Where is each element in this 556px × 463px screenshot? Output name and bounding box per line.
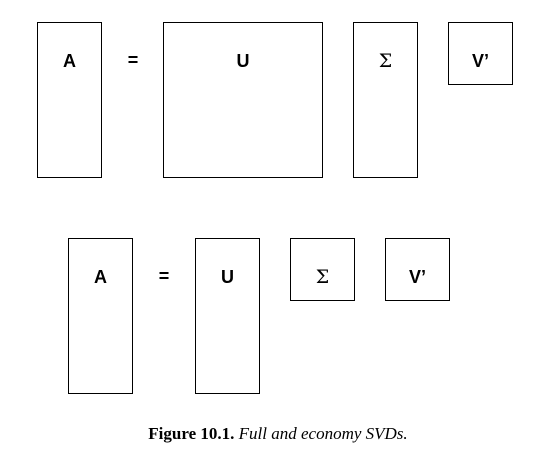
figure-caption: Figure 10.1. Full and economy SVDs.: [0, 424, 556, 444]
caption-figure-number: Figure 10.1.: [148, 424, 235, 443]
full-sigma-matrix: Σ: [353, 22, 418, 178]
full-sigma-label: Σ: [378, 50, 393, 72]
economy-equals-sign: =: [158, 266, 170, 286]
economy-a-label: A: [94, 267, 107, 287]
full-v-label: V’: [471, 51, 489, 71]
full-u-matrix: U: [163, 22, 323, 178]
full-equals-sign: =: [127, 50, 139, 70]
economy-u-matrix: U: [195, 238, 260, 394]
caption-text: Full and economy SVDs.: [238, 424, 408, 443]
full-u-label: U: [236, 51, 250, 71]
economy-u-label: U: [221, 267, 234, 287]
economy-v-matrix: V’: [385, 238, 450, 301]
economy-a-matrix: A: [68, 238, 133, 394]
economy-sigma-matrix: Σ: [290, 238, 355, 301]
full-v-matrix: V’: [448, 22, 513, 85]
full-a-label: A: [63, 51, 76, 71]
economy-sigma-label: Σ: [315, 266, 330, 288]
economy-v-label: V’: [408, 267, 426, 287]
full-a-matrix: A: [37, 22, 102, 178]
